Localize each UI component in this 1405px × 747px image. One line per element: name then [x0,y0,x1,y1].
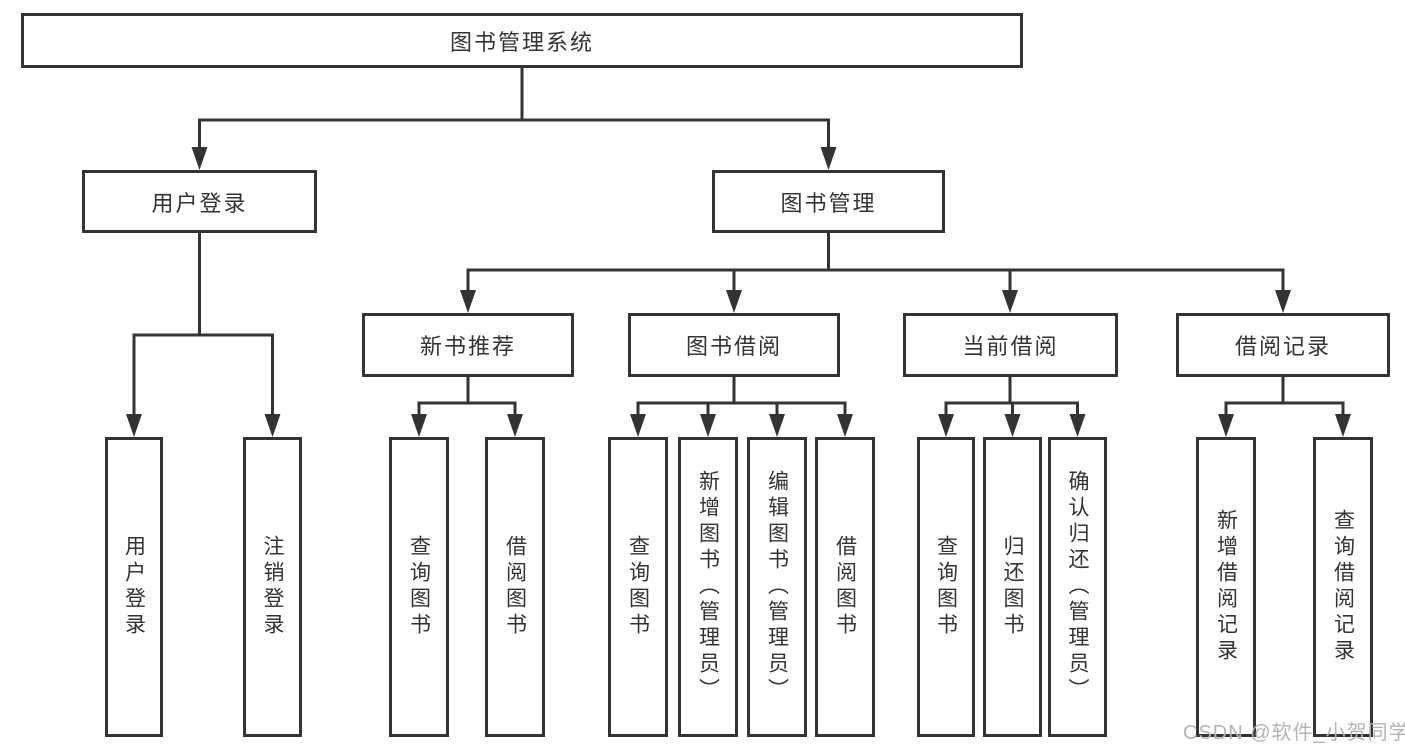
leaf-current-return-books: 归还图书 [983,437,1042,737]
node-user-login: 用户登录 [82,170,317,233]
node-borrow-records: 借阅记录 [1176,313,1390,377]
leaf-borrow-add-books-admin: 新增图书（管理员） [678,437,738,737]
node-system-root: 图书管理系统 [21,13,1023,68]
leaf-recommend-query-books: 查询图书 [389,437,449,737]
leaf-borrow-borrow-books: 借阅图书 [815,437,875,737]
node-book-management: 图书管理 [712,170,945,233]
csdn-watermark: CSDN @软件_小贺同学 [1183,722,1405,744]
leaf-records-add-record: 新增借阅记录 [1196,437,1256,737]
node-new-book-recommend: 新书推荐 [362,313,574,377]
leaf-records-query-record: 查询借阅记录 [1313,437,1373,737]
leaf-current-query-books: 查询图书 [917,437,975,737]
node-current-borrow: 当前借阅 [903,313,1118,377]
leaf-recommend-borrow-books: 借阅图书 [485,437,545,737]
leaf-user-login: 用户登录 [105,437,163,737]
leaf-borrow-query-books: 查询图书 [608,437,668,737]
leaf-current-confirm-return-admin: 确认归还（管理员） [1048,437,1107,737]
leaf-borrow-edit-books-admin: 编辑图书（管理员） [747,437,807,737]
leaf-logout-login: 注销登录 [243,437,302,737]
node-book-borrow: 图书借阅 [628,313,840,377]
